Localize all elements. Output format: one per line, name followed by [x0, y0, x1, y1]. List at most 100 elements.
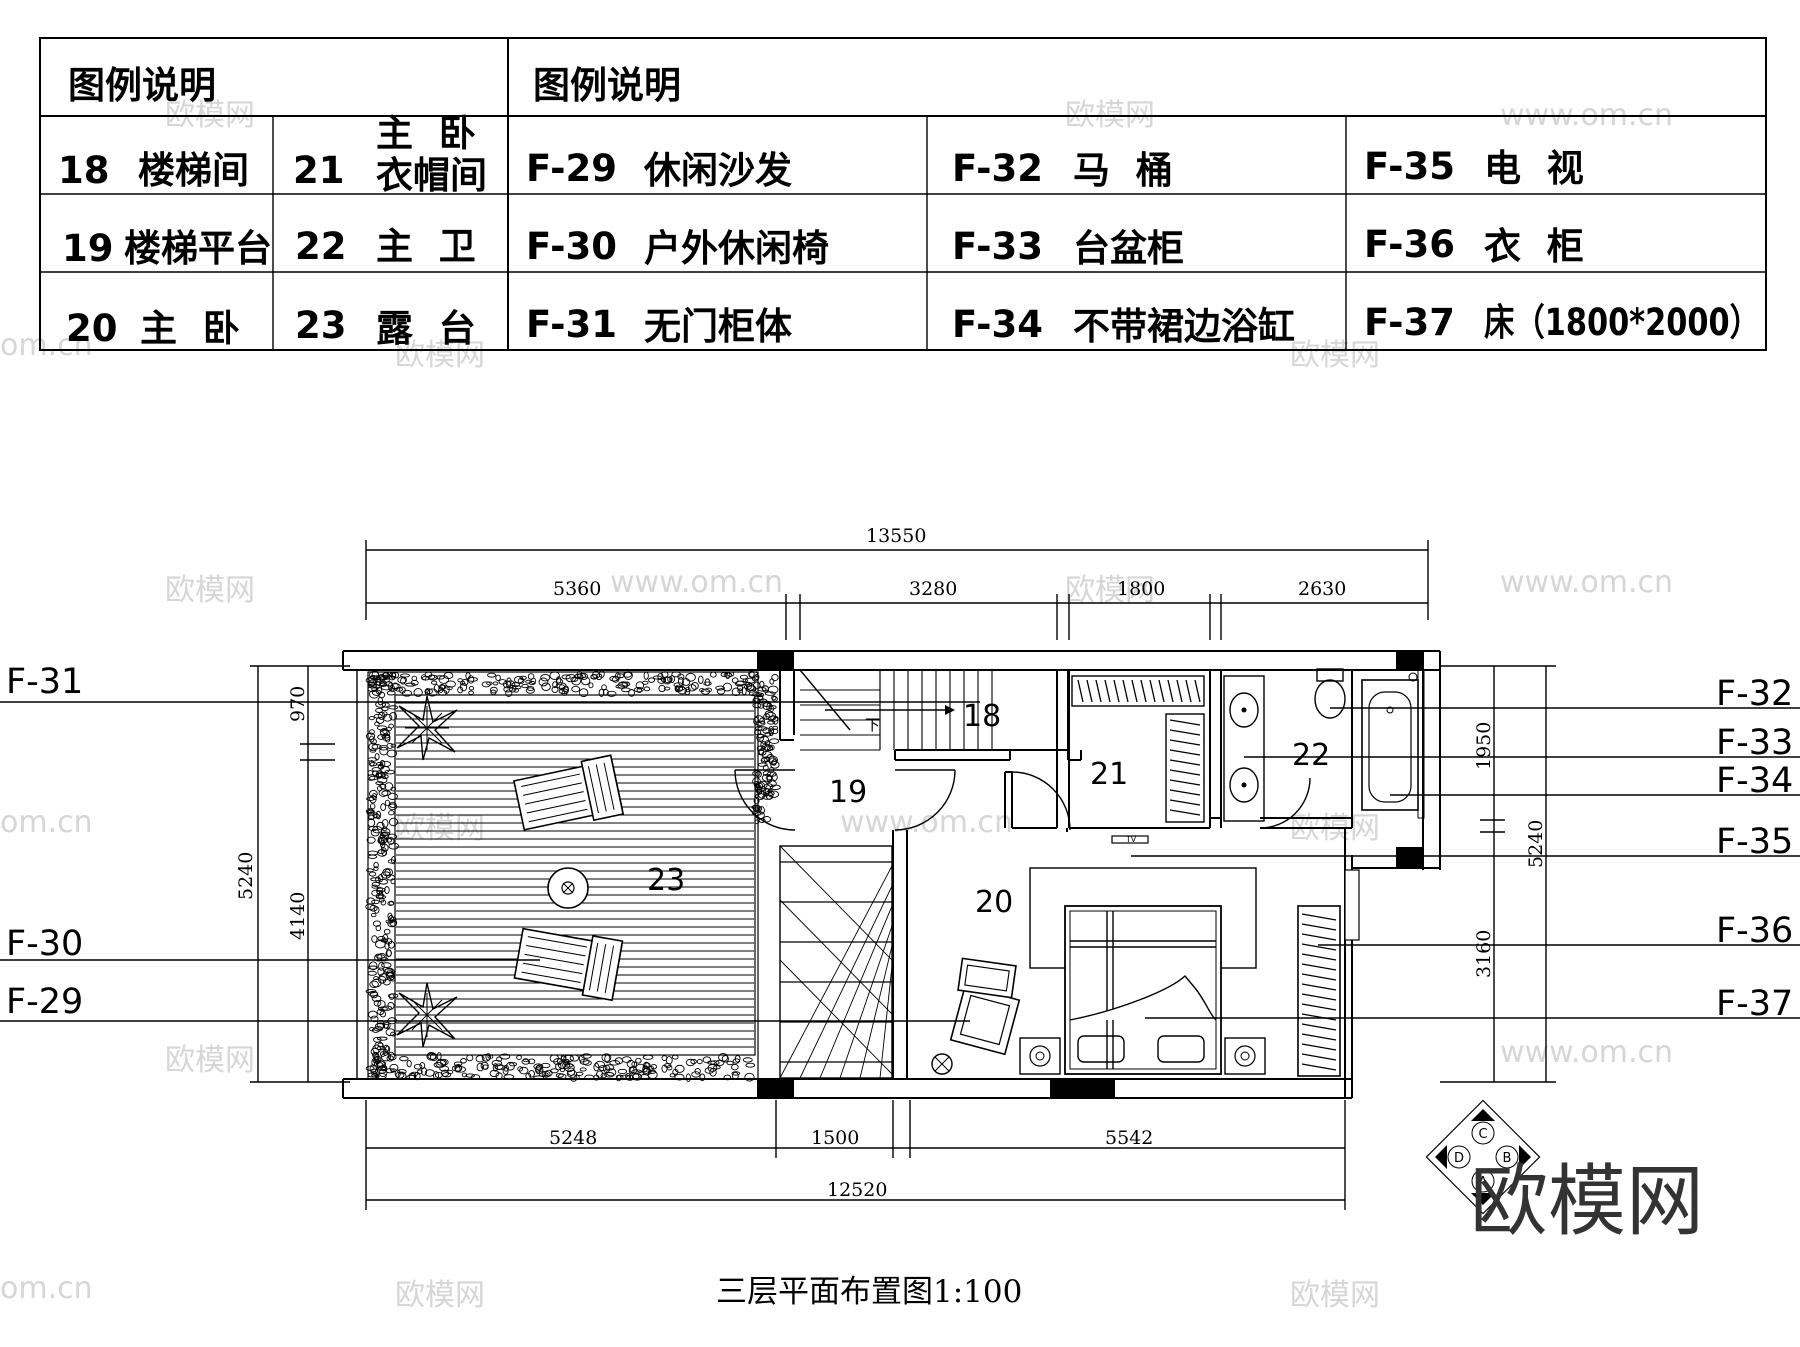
- dimension-label: 3160: [1473, 930, 1495, 978]
- room-number: 19: [829, 775, 867, 810]
- pebble: [465, 672, 471, 680]
- ottoman-icon: [957, 957, 1017, 999]
- pebble: [368, 716, 375, 721]
- pebble: [566, 1069, 577, 1078]
- pebble: [413, 688, 423, 697]
- pebble: [671, 1054, 679, 1060]
- pebble: [699, 1073, 706, 1082]
- pebble: [685, 1058, 696, 1067]
- pebble: [551, 686, 559, 694]
- hanger: [1301, 913, 1337, 921]
- pebble: [669, 1073, 676, 1078]
- pebble: [770, 715, 776, 721]
- pebble: [759, 735, 770, 744]
- pebble: [382, 713, 393, 722]
- pebble: [410, 1071, 419, 1077]
- pebble: [489, 686, 498, 694]
- pebble: [771, 773, 778, 781]
- pebble: [642, 1054, 654, 1060]
- pebble: [492, 1063, 499, 1072]
- pebble: [373, 1026, 384, 1032]
- pebble: [413, 1063, 423, 1070]
- pillow-icon: [1077, 1035, 1125, 1063]
- pebble: [499, 1053, 511, 1060]
- pebble: [377, 712, 386, 720]
- pebble: [633, 687, 644, 693]
- pebble: [376, 887, 386, 893]
- pebble: [367, 850, 379, 856]
- pebble: [513, 675, 524, 684]
- legend-room-name: 主 卫: [376, 225, 476, 268]
- dimension-label: 5542: [1105, 1127, 1153, 1149]
- pebble: [384, 886, 390, 894]
- side-table-icon: [547, 867, 589, 909]
- legend-heading: 图例说明: [533, 64, 681, 107]
- pebble: [766, 753, 775, 763]
- pebble: [748, 670, 755, 678]
- pebble: [388, 915, 395, 923]
- watermark-text: 欧模网: [1065, 573, 1155, 608]
- pebble: [593, 1062, 600, 1072]
- pebble: [517, 1066, 523, 1072]
- pebble: [767, 685, 779, 694]
- pebble: [513, 687, 519, 693]
- stair-hatch: [879, 965, 893, 1079]
- hanger: [1185, 679, 1192, 703]
- pebble: [401, 689, 412, 697]
- pebble: [390, 743, 397, 748]
- stair-hatch: [779, 845, 893, 961]
- pebble: [498, 679, 507, 685]
- pebble: [466, 1054, 474, 1062]
- pebble: [753, 694, 764, 704]
- hanger: [1301, 923, 1337, 931]
- pebble: [381, 1005, 393, 1011]
- hanger: [1176, 679, 1183, 703]
- pebble: [370, 912, 377, 918]
- pebble: [538, 1070, 546, 1077]
- legend-furniture-name: 休闲沙发: [643, 149, 792, 192]
- pebble: [757, 749, 765, 756]
- pebble: [377, 696, 384, 706]
- pebble: [388, 817, 399, 827]
- pebble: [762, 816, 771, 823]
- pebble: [503, 686, 513, 693]
- pebble: [382, 868, 393, 877]
- stair-treads: [800, 670, 993, 751]
- pebble: [461, 1072, 468, 1078]
- pebble: [588, 682, 594, 689]
- pebble: [721, 1055, 729, 1063]
- legend-furniture-name: 马 桶: [1073, 149, 1173, 192]
- dimension-label: 4140: [287, 892, 309, 940]
- legend-room-number: 18: [58, 149, 110, 192]
- pebble: [376, 1062, 384, 1070]
- legend-heading: 图例说明: [68, 64, 216, 107]
- legend-room-number: 19: [62, 227, 114, 270]
- pebble: [744, 1072, 755, 1082]
- pebble: [723, 1074, 732, 1081]
- pebble: [734, 680, 745, 687]
- drawing-title: 三层平面布置图1:100: [716, 1274, 1022, 1310]
- pebble: [375, 940, 386, 949]
- pebble: [722, 682, 733, 692]
- master-bathroom: [1223, 668, 1425, 829]
- pebble: [387, 792, 398, 800]
- pebble: [373, 861, 379, 869]
- pebble: [406, 1059, 412, 1068]
- legend-room-number: 22: [295, 225, 347, 268]
- pebble: [737, 684, 744, 692]
- nightstand-icon: [1224, 1037, 1266, 1075]
- pebble: [377, 1000, 386, 1009]
- pebble: [631, 1073, 643, 1081]
- pebble: [643, 1061, 650, 1070]
- pebble: [691, 1071, 701, 1078]
- pebble: [369, 729, 375, 735]
- pebble: [713, 1065, 721, 1070]
- pebble: [378, 878, 389, 885]
- pebble: [579, 688, 589, 698]
- legend-furniture-code: F-29: [526, 147, 617, 190]
- pebble: [397, 676, 407, 684]
- pebble: [379, 746, 389, 756]
- legend-furniture-code: F-35: [1364, 145, 1455, 188]
- pebble: [726, 1060, 734, 1066]
- pebble: [387, 833, 398, 840]
